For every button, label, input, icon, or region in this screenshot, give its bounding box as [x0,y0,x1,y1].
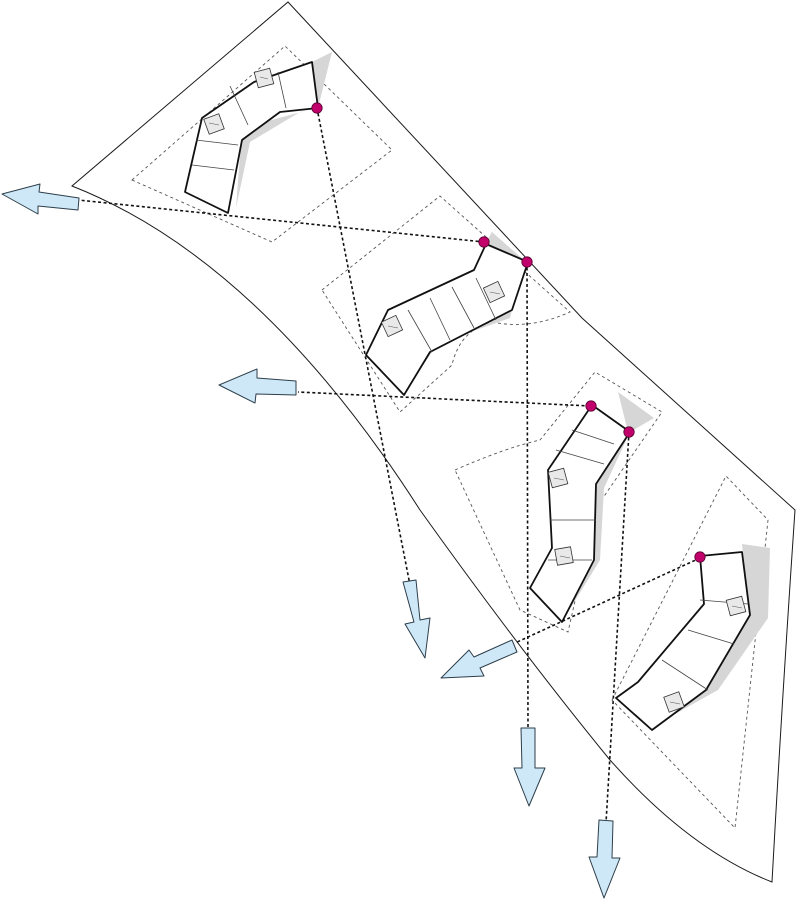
sight-line-1a [316,107,411,586]
building-2 [365,243,529,396]
viewpoint-2b [521,256,533,268]
building-4 [615,551,751,731]
building-shadow-3 [562,392,654,622]
view-arrow-southwest [440,639,518,679]
sight-line-2b [526,261,529,731]
viewpoint-3b [623,426,635,438]
sight-line-2a [77,199,485,243]
viewpoint-4 [694,551,706,563]
building-shadow-4 [650,544,770,728]
view-arrow-south-1 [402,579,431,659]
view-arrow-west-2 [218,368,297,404]
building-3 [529,404,631,623]
view-arrow-south-2 [513,727,546,807]
view-arrow-south-3 [588,819,621,899]
site-boundary [71,1,796,883]
viewpoint-3a [585,400,597,412]
sight-line-3a [297,391,591,407]
viewpoint-2a [478,236,490,248]
view-arrow-west-1 [1,183,80,215]
setback-outline-1 [131,45,393,243]
setback-outline-4 [611,475,769,830]
sight-line-4a [514,557,701,644]
viewpoint-1 [311,102,323,114]
sight-line-3b [605,431,630,824]
